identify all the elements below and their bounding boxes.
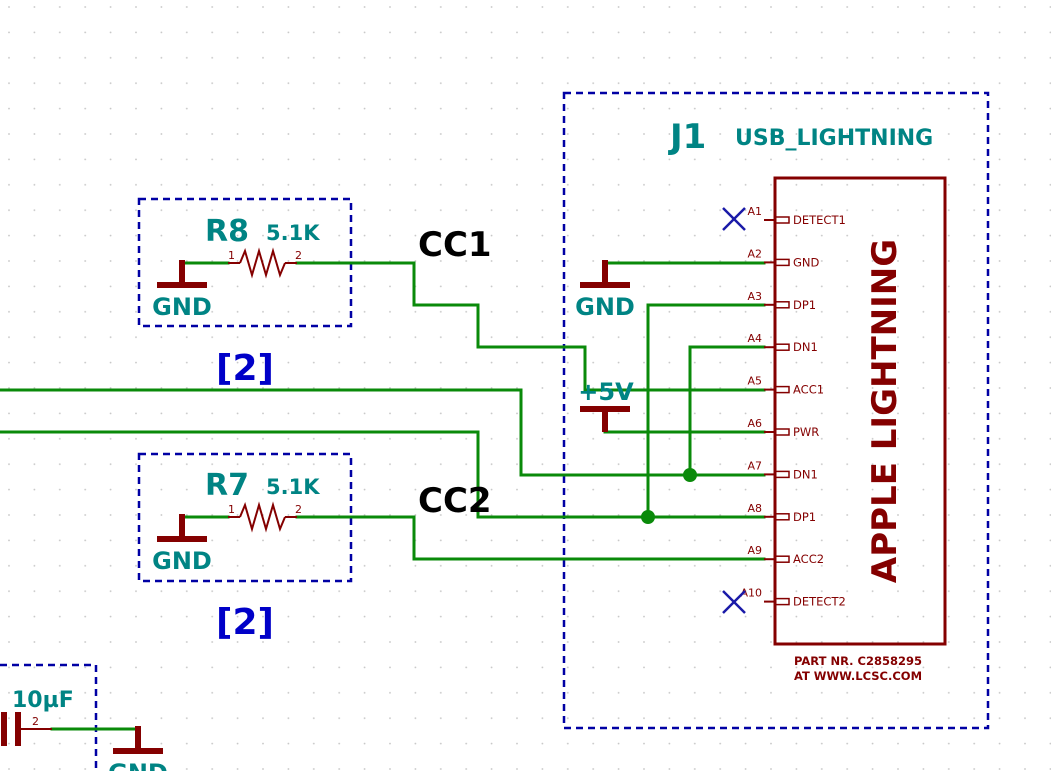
connector-pin-number: A8 (747, 502, 762, 515)
connector-pin-tab (774, 555, 790, 563)
capacitor-gnd-label: GND (108, 759, 168, 771)
r7-pin1: 1 (228, 503, 235, 516)
connector-j1[interactable]: A1DETECT1A2GNDA3DP1A4DN1A5ACC1A6PWRA7DN1… (668, 117, 947, 683)
connector-pin-name: DN1 (793, 340, 818, 354)
connector-pin-number: A9 (747, 544, 762, 557)
r7-value: 5.1K (266, 475, 320, 499)
connector-pin-tab (774, 216, 790, 224)
wires (0, 261, 766, 731)
r7-pin2: 2 (295, 503, 302, 516)
vcc-symbol[interactable]: +5V (578, 378, 634, 432)
connector-ref: J1 (668, 117, 706, 157)
no-connect-a1 (722, 207, 746, 231)
r8-frame (137, 197, 353, 328)
connector-value: USB_LIGHTNING (735, 126, 933, 151)
wire-dp1 (646, 303, 766, 519)
wire-dn1 (688, 345, 766, 477)
wire-left-upper (0, 388, 766, 477)
r8-zigzag (239, 247, 286, 279)
connector-pin-number: A10 (740, 587, 762, 600)
connector-pin-tab (774, 343, 790, 351)
connector-pin-tab (774, 513, 790, 521)
connector-body (773, 176, 947, 646)
r7-frame (137, 452, 353, 583)
no-connect-a10 (722, 590, 746, 614)
r7-ref: R7 (205, 468, 249, 503)
r8-pin2: 2 (295, 249, 302, 262)
capacitor-pin2: 2 (32, 715, 39, 728)
connector-pin-tab (774, 258, 790, 267)
connector-part-source: AT WWW.LCSC.COM (794, 669, 922, 683)
net-label-cc1[interactable]: CC1 (418, 225, 492, 265)
vcc-label: +5V (578, 378, 634, 406)
capacitor[interactable]: 10µF 2 GND (1, 688, 168, 771)
r7-zigzag (239, 501, 286, 533)
connector-pin-number: A7 (747, 459, 762, 472)
junction-dp1 (641, 510, 655, 524)
r7-sheet-ref[interactable]: [2] (216, 602, 274, 643)
connector-pin-number: A3 (747, 290, 762, 303)
net-label-cc2[interactable]: CC2 (418, 481, 492, 521)
connector-pins: A1DETECT1A2GNDA3DP1A4DN1A5ACC1A6PWRA7DN1… (740, 205, 845, 609)
connector-pin-name: DETECT1 (793, 213, 846, 227)
connector-pin-tab (774, 470, 790, 479)
connector-pin-number: A6 (747, 417, 762, 430)
connector-part-number: PART NR. C2858295 (794, 654, 922, 668)
connector-pin-name: DN1 (793, 467, 818, 481)
connector-pin-name: DP1 (793, 510, 816, 524)
capacitor-value: 10µF (12, 688, 74, 713)
resistor-r7[interactable]: R7 5.1K 1 2 GND (152, 468, 320, 575)
gnd-symbol-a2[interactable]: GND (575, 260, 635, 321)
gnd-label-a2: GND (575, 293, 635, 321)
connector-pin-tab (774, 301, 790, 309)
resistor-r8[interactable]: R8 5.1K 1 2 GND (152, 214, 320, 321)
r8-pin1: 1 (228, 249, 235, 262)
connector-pin-number: A1 (747, 205, 762, 218)
wire-left-lower (0, 430, 766, 519)
connector-pin-name: PWR (793, 425, 819, 439)
junction-dn1 (683, 468, 697, 482)
connector-pin-number: A2 (747, 247, 762, 260)
r7-gnd-label: GND (152, 547, 212, 575)
connector-pin-number: A4 (747, 332, 762, 345)
connector-pin-tab (774, 385, 790, 394)
wire-cc1 (295, 261, 600, 392)
connector-pin-tab (774, 597, 790, 606)
connector-pin-number: A5 (747, 375, 762, 388)
capacitor-frame (0, 663, 98, 771)
connector-pin-tab (774, 428, 790, 436)
r8-gnd-label: GND (152, 293, 212, 321)
wire-cc2 (295, 515, 766, 561)
connector-pin-name: ACC2 (793, 552, 824, 566)
connector-pin-name: ACC1 (793, 383, 824, 397)
connector-frame (562, 91, 990, 730)
r8-ref: R8 (205, 214, 249, 249)
connector-pin-name: GND (793, 255, 820, 269)
r8-value: 5.1K (266, 221, 320, 245)
r8-sheet-ref[interactable]: [2] (216, 348, 274, 389)
connector-body-label: APPLE LIGHTNING (865, 239, 905, 583)
connector-pin-name: DETECT2 (793, 595, 846, 609)
connector-pin-name: DP1 (793, 298, 816, 312)
